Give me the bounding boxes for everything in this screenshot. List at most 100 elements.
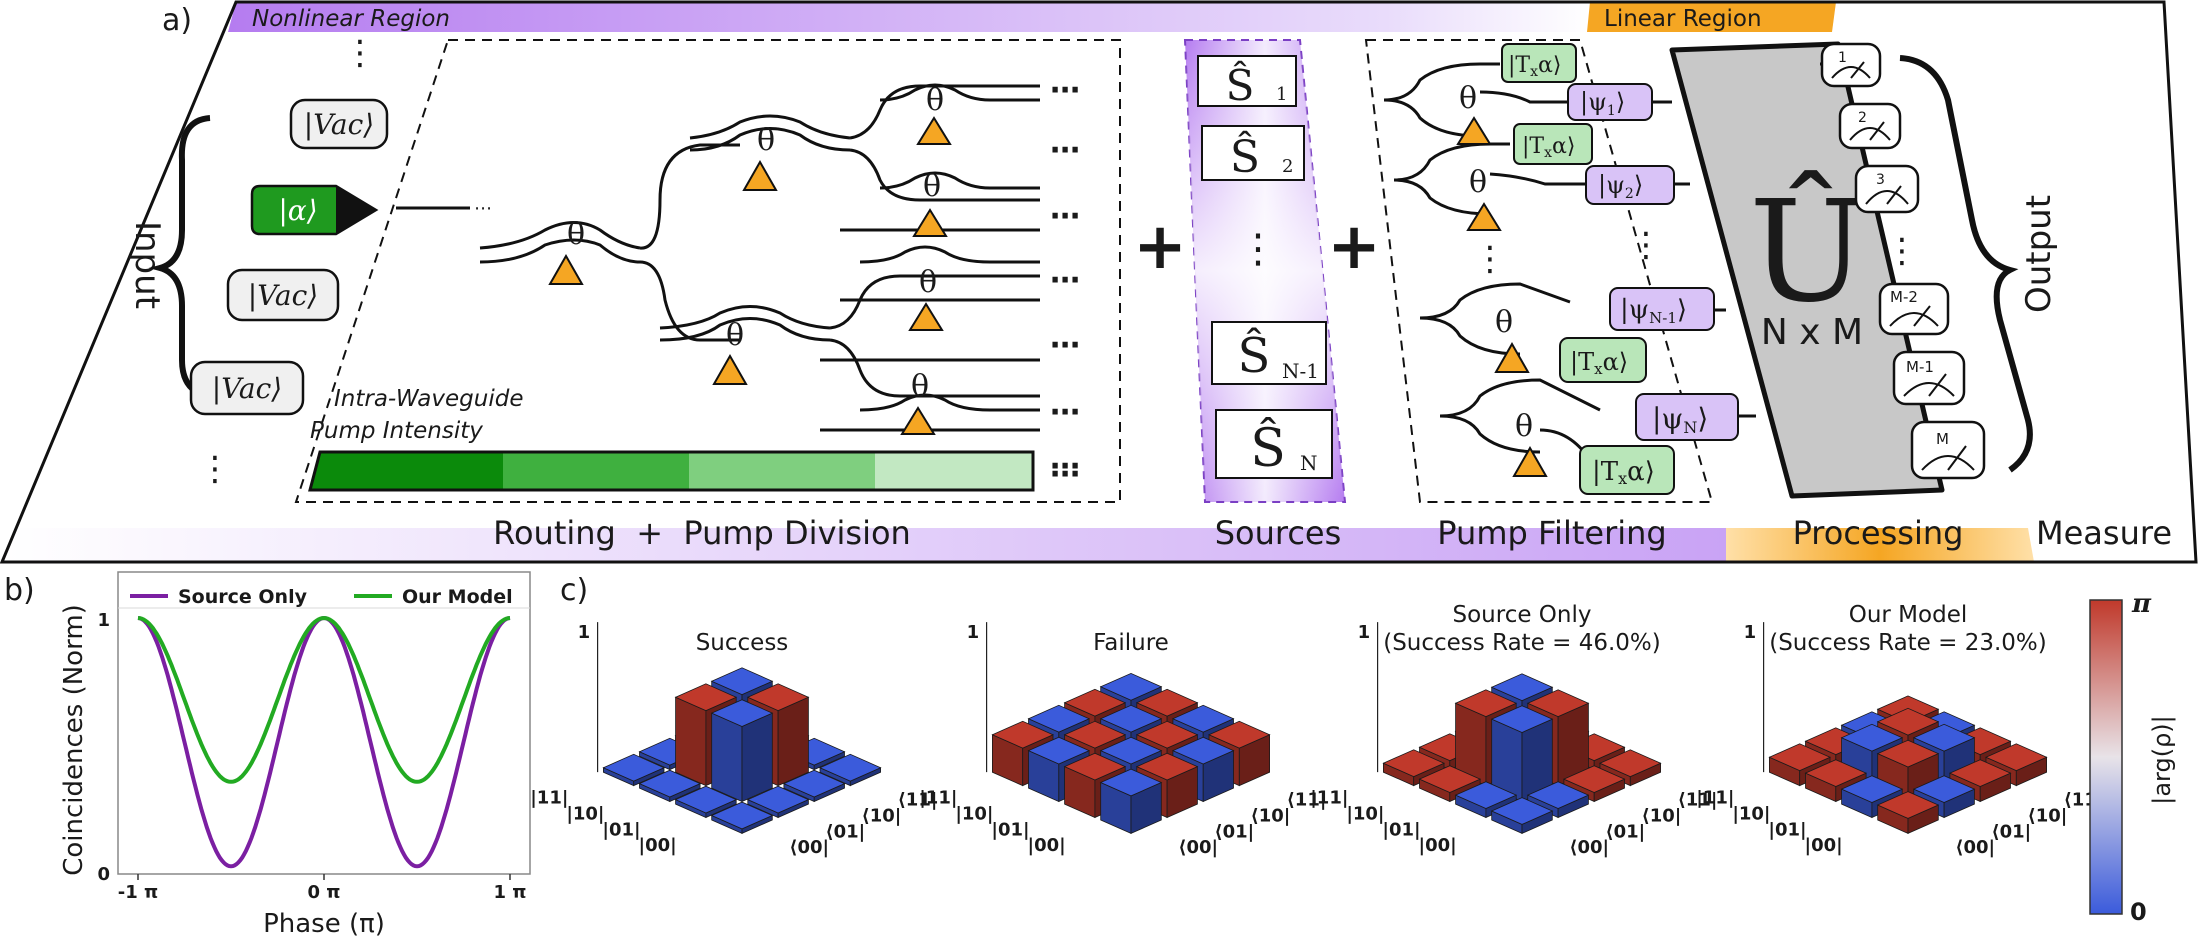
density-matrix-plots: 1|11|⟨00||10|⟨01||01|⟨10||00|⟨11|1|11|⟨0… xyxy=(530,622,2103,858)
phase-triangle-3 xyxy=(712,353,748,385)
unitary-dims: N x M xyxy=(1761,312,1863,353)
bottom-purple-band xyxy=(2,528,1726,562)
phase-triangle-6 xyxy=(908,302,944,331)
source-1-symbol: Ŝ xyxy=(1226,60,1255,110)
bar xyxy=(710,699,774,803)
txa-2-text: |Txα⟩ xyxy=(1522,134,1575,161)
label-processing: Processing xyxy=(1793,514,1964,552)
detector-m-1: M-1 xyxy=(1892,350,1966,406)
phase-triangle-5 xyxy=(912,208,948,237)
filter-triangle-4 xyxy=(1512,445,1548,477)
bar xyxy=(1490,797,1554,835)
dots-row-7: ⋯ xyxy=(1050,449,1080,484)
sources-column: Ŝ 1 Ŝ 2 ⋮ Ŝ N-1 Ŝ N xyxy=(1183,39,1347,503)
row-label: |01| xyxy=(991,819,1029,840)
col-label: ⟨00| xyxy=(789,837,829,858)
plot-4-subtitle: (Success Rate = 23.0%) xyxy=(1769,630,2047,656)
colorbar-bottom-label: 0 xyxy=(2130,898,2147,926)
unitary-symbol: Û xyxy=(1749,169,1867,334)
phase-shifter-2: θ xyxy=(742,123,778,191)
input-vac-1: |Vac⟩ xyxy=(289,98,389,150)
row-label: |01| xyxy=(1768,819,1806,840)
phase-shifter-4: θ xyxy=(916,83,952,145)
z-tick-label: 1 xyxy=(578,622,591,643)
plus-1: + xyxy=(1133,210,1187,284)
routing-output-dots: ⋯ ⋯ ⋯ ⋯ ⋯ ⋯ ⋯ xyxy=(1050,73,1080,484)
txa-1-text: |Txα⟩ xyxy=(1508,53,1561,80)
source-2-symbol: Ŝ xyxy=(1230,130,1260,183)
theta-7: θ xyxy=(911,369,929,404)
input-dots-top: ⋮ xyxy=(343,33,377,73)
source-n-1: Ŝ N-1 xyxy=(1211,321,1327,385)
colorbar-gradient xyxy=(2089,599,2123,915)
txa-tag-4: |Txα⟩ xyxy=(1579,445,1675,495)
detector-m-1-label: M-1 xyxy=(1906,358,1934,376)
intensity-label-1: Intra-Waveguide xyxy=(334,386,523,412)
row-label: |11| xyxy=(1696,787,1734,808)
plot-3-title: Source Only xyxy=(1453,602,1592,628)
theta-4: θ xyxy=(926,83,944,118)
col-label: ⟨00| xyxy=(1955,837,1995,858)
pump-waveguide-dots: ⋯ xyxy=(474,198,492,219)
panel-label-a: a) xyxy=(162,3,192,38)
waveguide-tree xyxy=(479,83,1040,432)
processing-band xyxy=(1726,528,2034,562)
filter-phase-2: θ xyxy=(1466,165,1502,231)
source-n-1-sub: N-1 xyxy=(1282,359,1319,383)
col-label: ⟨10| xyxy=(1250,805,1290,826)
row-label: |00| xyxy=(1805,835,1843,856)
col-label: ⟨00| xyxy=(1569,837,1609,858)
intensity-segment-1 xyxy=(310,452,503,490)
row-label: |11| xyxy=(530,787,568,808)
phase-triangle-4 xyxy=(916,116,952,145)
detector-1-label: 1 xyxy=(1838,50,1847,66)
txa-4-text: |Txα⟩ xyxy=(1592,457,1655,488)
plot-2-title: Failure xyxy=(1093,630,1169,656)
colorbar-top-label: π xyxy=(2131,589,2152,619)
theta-5: θ xyxy=(923,169,941,204)
col-label: ⟨10| xyxy=(1641,805,1681,826)
output-label: Output xyxy=(2019,195,2059,313)
input-brace xyxy=(148,115,211,399)
label-filtering: Pump Filtering xyxy=(1437,514,1666,552)
bar xyxy=(1876,791,1940,835)
linear-region-label: Linear Region xyxy=(1604,6,1762,32)
input-dots-bottom: ⋮ xyxy=(198,449,232,489)
filter-triangle-2 xyxy=(1466,202,1502,231)
detector-dots: ⋮ xyxy=(1885,231,1919,271)
series-our-model xyxy=(137,615,511,784)
intensity-label-2: Pump Intensity xyxy=(310,418,483,444)
filtering-box xyxy=(1364,39,1714,503)
density-plot-2: 1|11|⟨00||10|⟨01||01|⟨10||00|⟨11| xyxy=(919,622,1326,858)
dots-row-4: ⋯ xyxy=(1050,263,1080,298)
row-label: |11| xyxy=(1310,787,1348,808)
unitary-input-lines xyxy=(1652,100,1756,418)
intensity-segment-3 xyxy=(689,452,875,490)
detector-m-2: M-2 xyxy=(1878,282,1950,336)
detector-m-2-label: M-2 xyxy=(1890,288,1918,306)
source-1: Ŝ 1 xyxy=(1197,55,1297,110)
detector-3-label: 3 xyxy=(1876,172,1885,188)
bar xyxy=(1985,743,2048,787)
source-n: Ŝ N xyxy=(1215,409,1333,479)
source-n-symbol: Ŝ xyxy=(1250,417,1286,479)
filter-triangle-3 xyxy=(1494,341,1530,373)
bar xyxy=(1418,765,1482,803)
nonlinear-region-band xyxy=(228,2,1590,32)
plot-3-subtitle: (Success Rate = 46.0%) xyxy=(1383,630,1661,656)
phase-shifter-5: θ xyxy=(912,169,948,237)
label-sources: Sources xyxy=(1215,514,1342,552)
bar xyxy=(1562,765,1626,803)
dots-row-6: ⋯ xyxy=(1050,395,1080,430)
density-plot-1: 1|11|⟨00||10|⟨01||01|⟨10||00|⟨11| xyxy=(530,622,937,858)
panel-a: a) Nonlinear Region Linear Region Input … xyxy=(0,0,2198,564)
dots-row-3: ⋯ xyxy=(1050,199,1080,234)
detector-1: 1 xyxy=(1820,42,1882,88)
detector-m: M xyxy=(1910,420,1986,480)
col-label: ⟨01| xyxy=(825,821,865,842)
phase-shifter-7: θ xyxy=(900,369,936,435)
panel-b-plot-area xyxy=(117,571,531,875)
colorbar: π 0 |arg(ρ)| xyxy=(2089,589,2176,926)
detectors: 1 2 3 ⋮ M-2 xyxy=(1820,42,1986,480)
